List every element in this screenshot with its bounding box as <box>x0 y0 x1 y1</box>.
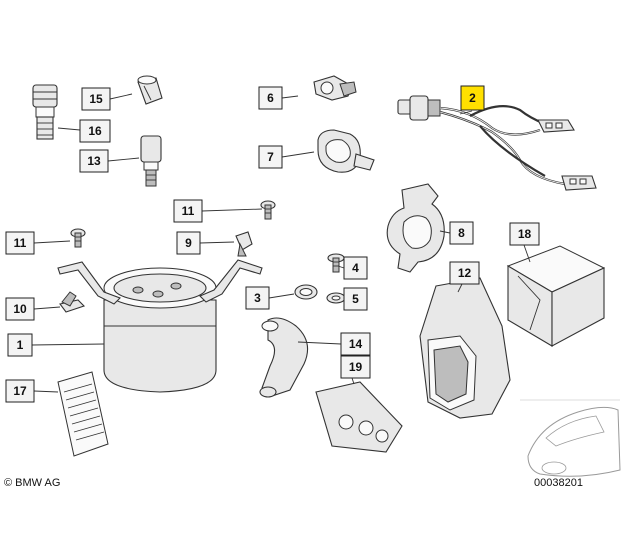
part-3-o-ring[interactable] <box>294 284 318 300</box>
callout-16[interactable]: 16 <box>79 119 111 143</box>
svg-text:18: 18 <box>518 227 532 241</box>
svg-text:10: 10 <box>13 302 27 316</box>
callout-14[interactable]: 14 <box>340 332 371 356</box>
leader-lines <box>31 93 531 393</box>
svg-text:17: 17 <box>13 384 27 398</box>
callout-10[interactable]: 10 <box>5 297 35 321</box>
part-1-receiver-drier[interactable] <box>57 259 263 393</box>
part-11-screw-upper[interactable] <box>260 200 276 220</box>
part-10-bracket[interactable] <box>59 291 86 313</box>
svg-text:11: 11 <box>182 204 195 218</box>
part-11-screw-lower[interactable] <box>70 228 86 248</box>
callout-9[interactable]: 9 <box>176 231 201 255</box>
part-17-label[interactable] <box>57 371 109 457</box>
callout-8[interactable]: 8 <box>449 221 474 245</box>
svg-text:1: 1 <box>17 338 24 352</box>
callout-18[interactable]: 18 <box>509 222 540 246</box>
part-13-pressure-switch[interactable] <box>140 135 162 187</box>
part-2-wiring-harness[interactable] <box>397 95 597 191</box>
part-19-bracket[interactable] <box>315 381 403 453</box>
callout-7[interactable]: 7 <box>258 145 283 169</box>
svg-text:12: 12 <box>458 266 472 280</box>
svg-text:2: 2 <box>469 91 476 105</box>
callout-11-lower[interactable]: 11 <box>5 231 35 255</box>
part-15-cap[interactable] <box>137 75 163 105</box>
svg-text:7: 7 <box>267 150 274 164</box>
callout-17[interactable]: 17 <box>5 379 35 403</box>
callout-2[interactable]: 2 <box>460 85 485 111</box>
part-4-screw[interactable] <box>327 253 345 273</box>
svg-text:3: 3 <box>254 291 261 305</box>
svg-text:13: 13 <box>87 154 101 168</box>
callout-6[interactable]: 6 <box>258 86 283 110</box>
svg-text:14: 14 <box>349 337 363 351</box>
part-6-clip[interactable] <box>313 75 357 101</box>
part-8-holder[interactable] <box>386 183 445 273</box>
svg-text:15: 15 <box>89 92 103 106</box>
part-14-hose[interactable] <box>259 317 309 398</box>
callout-1[interactable]: 1 <box>7 333 33 357</box>
svg-text:16: 16 <box>88 124 102 138</box>
svg-text:9: 9 <box>185 236 192 250</box>
callout-15[interactable]: 15 <box>81 87 111 111</box>
svg-text:5: 5 <box>352 292 359 306</box>
callout-11-upper[interactable]: 11 <box>173 199 203 223</box>
part-16-valve[interactable] <box>32 84 58 140</box>
svg-text:11: 11 <box>14 236 27 250</box>
diagram-number: 00038201 <box>534 477 583 489</box>
callout-3[interactable]: 3 <box>245 286 270 310</box>
callout-5[interactable]: 5 <box>343 287 368 311</box>
part-12-seal[interactable] <box>419 277 511 419</box>
vehicle-locator-car <box>520 399 621 477</box>
callout-19[interactable]: 19 <box>340 355 371 379</box>
svg-text:4: 4 <box>352 261 359 275</box>
callout-13[interactable]: 13 <box>79 149 109 173</box>
svg-text:8: 8 <box>458 226 465 240</box>
part-9-clip-nut[interactable] <box>235 231 253 257</box>
part-18-box[interactable] <box>506 245 606 347</box>
connector-b <box>561 175 597 191</box>
connector-a <box>537 119 575 133</box>
copyright-text: © BMW AG <box>4 477 60 489</box>
callout-12[interactable]: 12 <box>449 261 480 285</box>
callout-4[interactable]: 4 <box>343 256 368 280</box>
part-7-clamp[interactable] <box>317 129 375 173</box>
svg-text:6: 6 <box>267 91 274 105</box>
svg-text:19: 19 <box>349 360 363 374</box>
part-5-washer[interactable] <box>326 292 346 304</box>
